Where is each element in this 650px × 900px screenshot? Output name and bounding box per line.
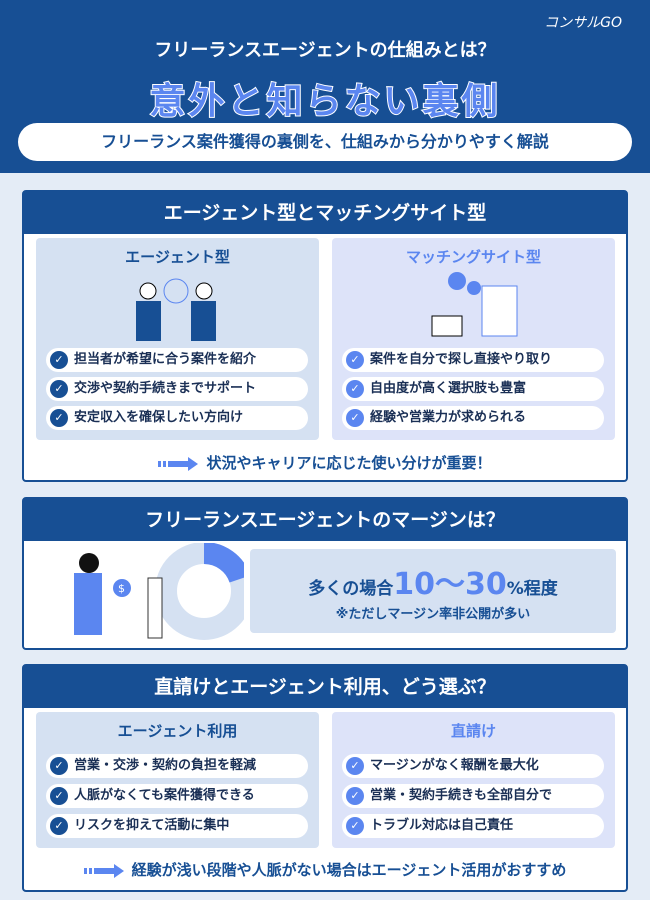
check-icon: ✓	[50, 817, 68, 835]
check-icon: ✓	[50, 380, 68, 398]
margin-prefix: 多くの場合	[308, 579, 394, 599]
check-icon: ✓	[346, 380, 364, 398]
list-item: ✓マージンがなく報酬を最大化	[342, 754, 604, 778]
margin-box: 多くの場合10〜30%程度 ※ただしマージン率非公開が多い	[250, 549, 616, 633]
title: フリーランスエージェントの仕組みとは？	[154, 40, 496, 61]
arrow-right-icon	[158, 456, 199, 471]
check-icon: ✓	[50, 351, 68, 369]
margin-range: 10〜30	[393, 567, 507, 602]
note: 状況やキャリアに応じた使い分けが重要！	[24, 452, 626, 473]
list-item: ✓人脈がなくても案件獲得できる	[46, 784, 308, 808]
section-direct-vs-agent: 直請けとエージェント利用、どう選ぶ？ エージェント利用 ✓営業・交渉・契約の負担…	[22, 664, 628, 892]
check-icon: ✓	[346, 787, 364, 805]
check-icon: ✓	[346, 409, 364, 427]
list-item: ✓案件を自分で探し直接やり取り	[342, 348, 604, 372]
section-title: エージェント型とマッチングサイト型	[24, 192, 626, 234]
agent-panel: エージェント型 ✓担当者が希望に合う案件を紹介 ✓交渉や契約手続きまでサポート …	[36, 238, 319, 440]
list-item: ✓担当者が希望に合う案件を紹介	[46, 348, 308, 372]
subtitle: フリーランス案件獲得の裏側を、仕組みから分かりやすく解説	[18, 123, 632, 161]
matching-panel: マッチングサイト型 ✓案件を自分で探し直接やり取り ✓自由度が高く選択肢も豊富 …	[332, 238, 615, 440]
header: コンサルGO フリーランスエージェントの仕組みとは？ 意外と知らない裏側 フリー…	[0, 0, 650, 173]
check-icon: ✓	[50, 757, 68, 775]
list-item: ✓営業・交渉・契約の負担を軽減	[46, 754, 308, 778]
note: 経験が浅い段階や人脈がない場合はエージェント活用がおすすめ	[24, 859, 626, 880]
direct-panel: 直請け ✓マージンがなく報酬を最大化 ✓営業・契約手続きも全部自分で ✓トラブル…	[332, 712, 615, 848]
section-title: フリーランスエージェントのマージンは？	[24, 499, 626, 541]
panel-title: 直請け	[450, 722, 496, 740]
margin-caveat: ※ただしマージン率非公開が多い	[335, 607, 531, 622]
section-margin: フリーランスエージェントのマージンは？ $ 多くの場合10〜30%程度 ※ただし…	[22, 497, 628, 650]
svg-text:$: $	[118, 582, 125, 595]
check-icon: ✓	[346, 757, 364, 775]
section-title: 直請けとエージェント利用、どう選ぶ？	[24, 666, 626, 708]
handshake-illustration-icon	[136, 278, 216, 341]
agent-use-panel: エージェント利用 ✓営業・交渉・契約の負担を軽減 ✓人脈がなくても案件獲得できる…	[36, 712, 319, 848]
list-item: ✓自由度が高く選択肢も豊富	[342, 377, 604, 401]
list-item: ✓経験や営業力が求められる	[342, 406, 604, 430]
check-icon: ✓	[346, 351, 364, 369]
panel-title: エージェント型	[125, 248, 230, 266]
list-item: ✓安定収入を確保したい方向け	[46, 406, 308, 430]
headline: 意外と知らない裏側	[148, 80, 501, 123]
panel-title: マッチングサイト型	[405, 248, 541, 266]
margin-suffix: %程度	[506, 579, 558, 599]
arrow-right-icon	[83, 863, 124, 878]
list-item: ✓トラブル対応は自己責任	[342, 814, 604, 838]
logo: コンサルGO	[544, 15, 622, 31]
section-agent-vs-matching: エージェント型とマッチングサイト型 エージェント型 ✓担当者が希望に合う案件を紹…	[22, 190, 628, 482]
check-icon: ✓	[50, 787, 68, 805]
panel-title: エージェント利用	[117, 722, 238, 740]
check-icon: ✓	[50, 409, 68, 427]
gears-laptop-illustration-icon	[431, 272, 518, 337]
list-item: ✓営業・契約手続きも全部自分で	[342, 784, 604, 808]
check-icon: ✓	[346, 817, 364, 835]
margin-illustration-icon: $	[74, 543, 244, 640]
list-item: ✓交渉や契約手続きまでサポート	[46, 377, 308, 401]
list-item: ✓リスクを抑えて活動に集中	[46, 814, 308, 838]
